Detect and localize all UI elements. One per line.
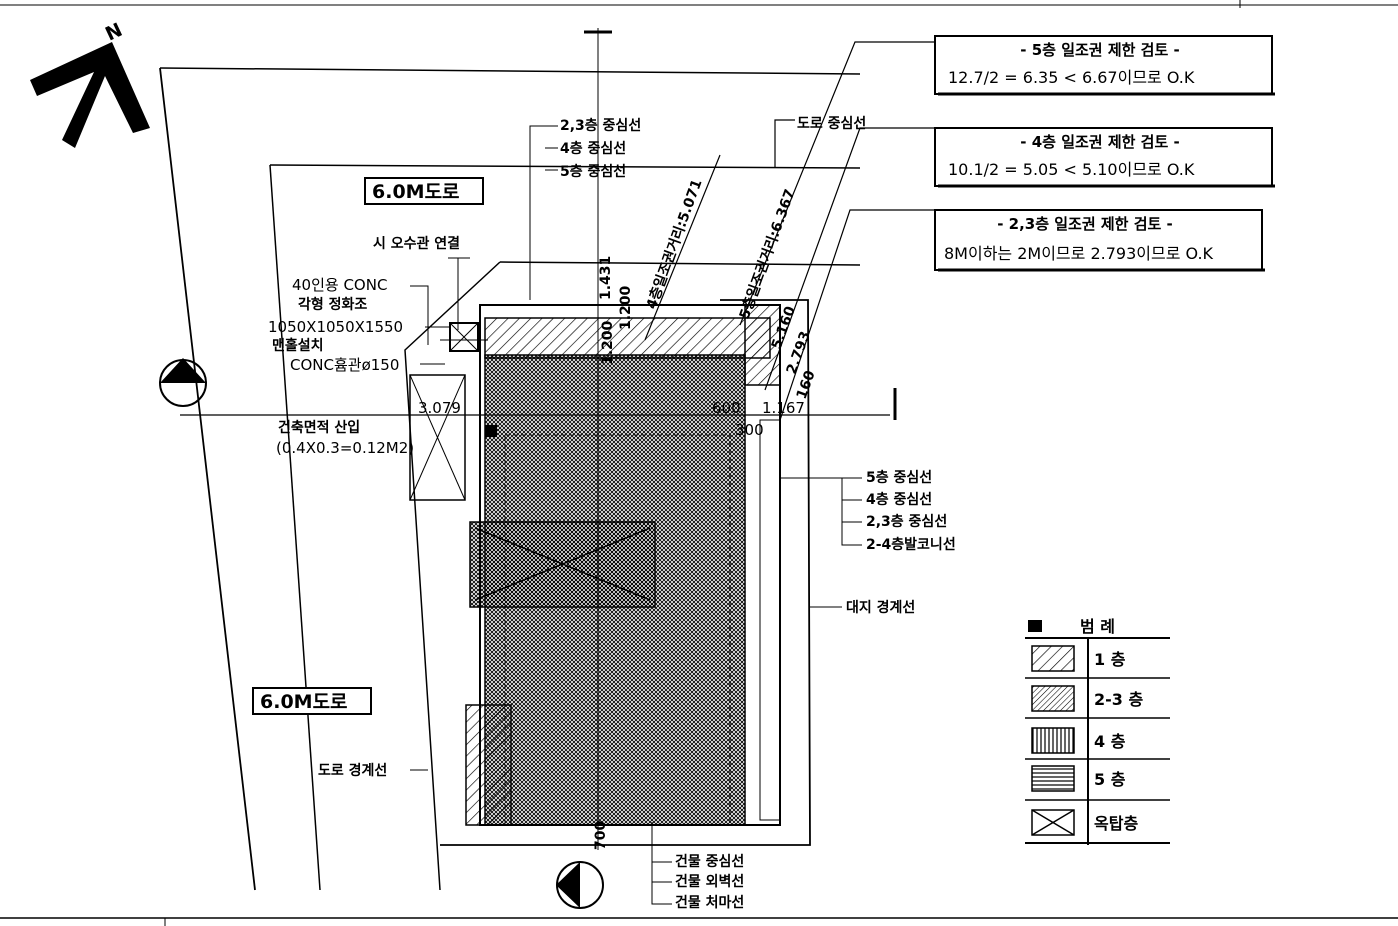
centerline-4-top: 4층 중심선 — [560, 141, 626, 157]
centerline-4-right: 4층 중심선 — [866, 492, 932, 508]
septic-pipe: CONC흄관ø150 — [290, 356, 399, 374]
north-arrow-icon: N — [30, 19, 150, 148]
septic-leaders — [410, 285, 450, 365]
sewer-connection-label: 시 오수관 연결 — [373, 235, 460, 252]
dim-d1: 1.431 — [598, 256, 614, 300]
dim-d4: 3.079 — [418, 399, 461, 417]
legend-swatch-23f — [1031, 685, 1075, 712]
legend-swatch-rooftop — [1031, 809, 1075, 836]
balcony-line-right: 2-4층발코니선 — [866, 536, 956, 553]
right-centerline-labels: 5층 중심선 4층 중심선 2,3층 중심선 2-4층발코니선 — [780, 470, 956, 553]
dim-d6: 1.167 — [762, 399, 805, 417]
drawing-label: 12.7/2 = 6.35 < 6.67이므로 O.K — [948, 68, 1195, 87]
section-marker-bottom-icon — [556, 861, 604, 909]
septic-line4: 맨홀설치 — [272, 337, 324, 354]
drawing-label: - 5층 일조권 제한 검토 - — [1020, 41, 1179, 59]
road-boundary-label: 도로 경계선 — [318, 762, 387, 779]
building-footprint — [440, 304, 781, 826]
sunlight-check-23f: - 2,3층 일조권 제한 검토 - 8M이하는 2M이므로 2.793이므로 … — [934, 209, 1265, 272]
legend-label-rooftop: 옥탑층 — [1094, 814, 1138, 833]
legend: 범 례 1 층 2-3 층 4 층 5 층 옥탑층 — [1025, 617, 1170, 845]
sunlight-check-4f: - 4층 일조권 제한 검토 - 10.1/2 = 5.05 < 5.10이므로… — [934, 127, 1275, 188]
legend-label-4f: 4 층 — [1094, 732, 1126, 751]
drawing-label: - 4층 일조권 제한 검토 - — [1020, 133, 1179, 151]
site-boundary-label: 대지 경계선 — [846, 599, 915, 616]
building-centerline: 건물 중심선 — [675, 853, 744, 870]
legend-swatch-4f — [1031, 727, 1075, 754]
drawing-label: 10.1/2 = 5.05 < 5.10이므로 O.K — [948, 160, 1195, 179]
building-wall-line: 건물 외벽선 — [675, 873, 744, 890]
dim-d3: 1.200 — [618, 285, 634, 330]
dim-d5: 600 — [712, 399, 741, 417]
drawing-label: 8M이하는 2M이므로 2.793이므로 O.K — [944, 244, 1214, 263]
building-eave-line: 건물 처마선 — [675, 894, 744, 911]
septic-line1: 40인용 CONC — [292, 276, 387, 294]
dim-dist4: 4층일조권거리:5.071 — [644, 177, 706, 311]
centerline-23-right: 2,3층 중심선 — [866, 514, 947, 530]
road-tag-left: 6.0M도로 — [252, 687, 372, 715]
drawing-label: - 2,3층 일조권 제한 검토 - — [997, 215, 1173, 233]
septic-tank — [409, 257, 479, 501]
area-insert-line1: 건축면적 산입 — [278, 419, 360, 436]
dim-dist5: 5층일조권거리:6.367 — [737, 187, 799, 321]
dim-d11: 700 — [593, 821, 609, 850]
road-tag-top: 6.0M도로 — [364, 177, 484, 205]
north-label: N — [102, 19, 126, 46]
road-centerline-label: 도로 중심선 — [797, 116, 866, 132]
sunlight-leaders — [644, 41, 935, 421]
sunlight-check-5f: - 5층 일조권 제한 검토 - 12.7/2 = 6.35 < 6.67이므로… — [934, 35, 1275, 96]
legend-label-23f: 2-3 층 — [1094, 690, 1143, 709]
centerline-5-right: 5층 중심선 — [866, 470, 932, 486]
drawing-label: 6.0M도로 — [372, 181, 460, 203]
centerline-23-top: 2,3층 중심선 — [560, 118, 641, 134]
centerline-5-top: 5층 중심선 — [560, 164, 626, 180]
top-centerline-labels: 2,3층 중심선 4층 중심선 5층 중심선 — [529, 118, 641, 300]
septic-line3: 1050X1050X1550 — [268, 318, 403, 336]
area-insert-line2: (0.4X0.3=0.12M2) — [276, 439, 414, 457]
legend-label-5f: 5 층 — [1094, 770, 1126, 789]
septic-line2: 각형 정화조 — [298, 296, 367, 313]
dim-d7: 300 — [735, 421, 764, 439]
drawing-label: 6.0M도로 — [260, 691, 348, 713]
dim-d2: 1.200 — [600, 320, 616, 365]
legend-label-1f: 1 층 — [1094, 650, 1126, 669]
legend-swatch-5f — [1031, 765, 1075, 792]
section-marker-left-icon — [159, 358, 207, 407]
legend-title: 범 례 — [1080, 617, 1115, 636]
bottom-building-line-labels: 건물 중심선 건물 외벽선 건물 처마선 — [651, 822, 744, 911]
legend-swatch-1f — [1031, 645, 1075, 672]
